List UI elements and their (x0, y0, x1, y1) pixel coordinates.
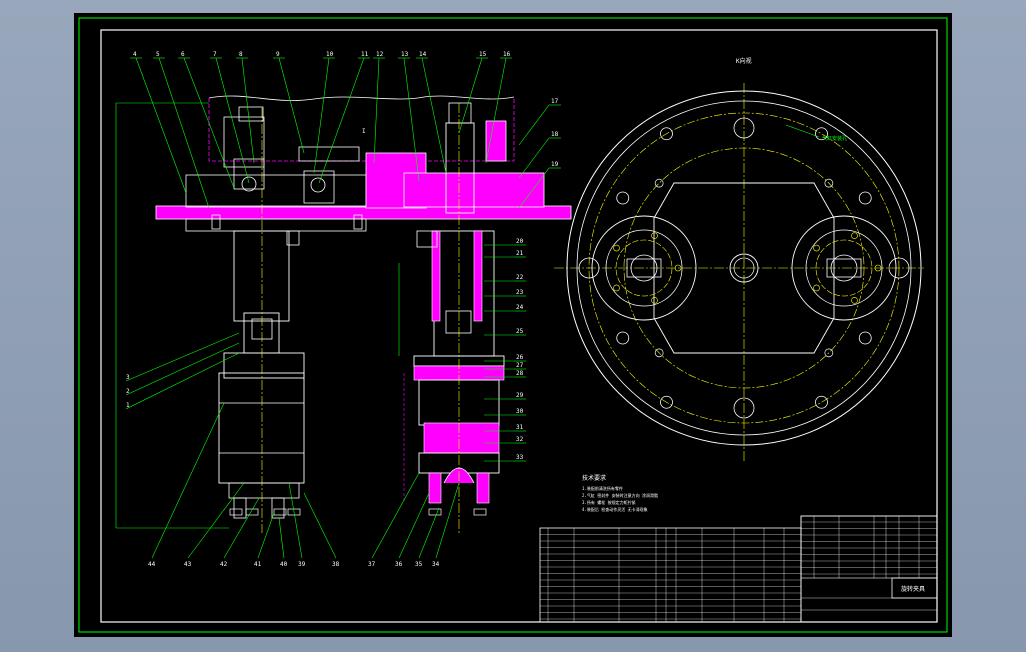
callout-19: 19 (551, 161, 559, 168)
callout-24: 24 (516, 304, 524, 311)
callout-32: 32 (516, 436, 524, 443)
bolt-holes (578, 117, 910, 419)
note-3: 3.所有 螺栓 按规定力矩拧紧 (582, 499, 636, 505)
callout-26: 26 (516, 354, 524, 361)
callout-3: 3 (126, 374, 130, 381)
callout-11: 11 (361, 51, 369, 58)
callout-33: 33 (516, 454, 524, 461)
notes-title: 技术要求 (582, 474, 606, 482)
callout-44: 44 (148, 561, 156, 568)
callout-35: 35 (415, 561, 423, 568)
callout-13: 13 (401, 51, 409, 58)
view-note: 气缸安装孔 (822, 135, 847, 142)
callout-14: 14 (419, 51, 427, 58)
note-2: 2.气缸 密封件 安装时注意方向 涂润滑脂 (582, 492, 658, 498)
title-block-name: 旋转夹具 (901, 585, 925, 593)
note-1: 1.装配前清洗所有零件 (582, 485, 623, 491)
callout-36: 36 (395, 561, 403, 568)
callout-25: 25 (516, 328, 524, 335)
callout-38: 38 (332, 561, 340, 568)
technical-notes: 技术要求 1.装配前清洗所有零件 2.气缸 密封件 安装时注意方向 涂润滑脂 3… (582, 474, 658, 512)
callout-28: 28 (516, 370, 524, 377)
view-title: K向视 (736, 57, 752, 65)
callout-41: 41 (254, 561, 262, 568)
callout-31: 31 (516, 424, 524, 431)
callout-16: 16 (503, 51, 511, 58)
callout-40: 40 (280, 561, 288, 568)
flange-plate (155, 205, 572, 220)
callout-29: 29 (516, 392, 524, 399)
main-assembly-view: I (115, 95, 572, 533)
callout-37: 37 (368, 561, 376, 568)
callout-42: 42 (220, 561, 228, 568)
inner-frame (100, 29, 938, 623)
callout-21: 21 (516, 250, 524, 257)
k-view: K向视 气缸安装孔 (554, 57, 924, 463)
callout-1: 1 (126, 402, 130, 409)
callout-10: 10 (326, 51, 334, 58)
callout-39: 39 (298, 561, 306, 568)
callout-17: 17 (551, 98, 559, 105)
callout-8: 8 (239, 51, 243, 58)
callout-6: 6 (181, 51, 185, 58)
callout-34: 34 (432, 561, 440, 568)
callout-27: 27 (516, 362, 524, 369)
title-block: 旋转夹具 (800, 515, 938, 623)
callout-9: 9 (276, 51, 280, 58)
callout-7: 7 (213, 51, 217, 58)
callout-4: 4 (133, 51, 137, 58)
callout-43: 43 (184, 561, 192, 568)
callout-2: 2 (126, 388, 130, 395)
callout-15: 15 (479, 51, 487, 58)
callout-22: 22 (516, 274, 524, 281)
parts-list-table (539, 515, 938, 623)
section-marker: I (362, 128, 366, 135)
callout-20: 20 (516, 238, 524, 245)
note-4: 4.装配后 检查动作灵活 无卡滞现象 (582, 506, 648, 512)
callout-18: 18 (551, 131, 559, 138)
callout-30: 30 (516, 408, 524, 415)
callout-12: 12 (376, 51, 384, 58)
outer-frame (78, 17, 948, 633)
callout-23: 23 (516, 289, 524, 296)
callout-5: 5 (156, 51, 160, 58)
